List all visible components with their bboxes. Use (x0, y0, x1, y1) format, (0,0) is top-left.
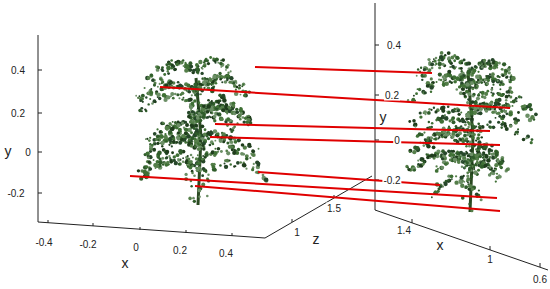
correspondence-line (255, 67, 432, 73)
plant-point-cloud (405, 51, 537, 212)
tick-label: 0.4 (218, 248, 234, 259)
tick-label: 0.2 (384, 90, 400, 101)
tick-label: -0.2 (6, 188, 25, 199)
tick-label: 0.4 (10, 65, 26, 76)
tick-label: 1.4 (396, 225, 412, 236)
axis-tick (540, 263, 541, 267)
axis-tick (490, 246, 491, 250)
tick-label: 0 (24, 147, 32, 158)
tick-label: -0.2 (382, 175, 401, 186)
tick-label: 0 (132, 242, 140, 253)
axis-tick (140, 227, 141, 230)
axis-tick (38, 70, 42, 71)
axis-label: y (4, 144, 13, 159)
axis-tick (38, 152, 42, 153)
tick-label: 1 (486, 254, 494, 265)
correspondence-line (210, 137, 500, 145)
axis-label: z (312, 232, 321, 247)
tick-label: 0.2 (172, 245, 188, 256)
tick-label: 1.5 (326, 203, 342, 214)
tick-label: 0.4 (386, 40, 402, 51)
axis-tick (292, 219, 293, 222)
tick-label: 0 (393, 135, 401, 146)
axis-line (38, 222, 265, 238)
tick-label: 0.2 (10, 108, 26, 119)
axis-tick (186, 230, 187, 233)
axis-label: x (121, 256, 130, 271)
correspondence-line (130, 176, 497, 198)
tick-label: -0.4 (34, 237, 53, 248)
axis-tick (48, 220, 49, 223)
axis-tick (375, 45, 379, 46)
correspondence-line (195, 186, 500, 211)
axis-line (38, 35, 39, 222)
axis-label: x (436, 238, 445, 253)
correspondence-line (215, 124, 490, 131)
axis-label: y (379, 110, 388, 125)
axis-tick (38, 113, 42, 114)
axis-line (375, 210, 548, 270)
axis-tick (93, 223, 94, 226)
tick-label: 1 (293, 227, 301, 238)
tick-label: 0.6 (532, 274, 548, 285)
axis-tick (232, 233, 233, 236)
correspondence-line (258, 172, 440, 185)
axis-tick (375, 140, 379, 141)
correspondence-line (160, 87, 510, 108)
axis-line (375, 3, 376, 210)
axis-tick (412, 219, 413, 223)
tick-label: -0.2 (78, 239, 97, 250)
axis-tick (38, 193, 42, 194)
axis-tick (375, 95, 379, 96)
